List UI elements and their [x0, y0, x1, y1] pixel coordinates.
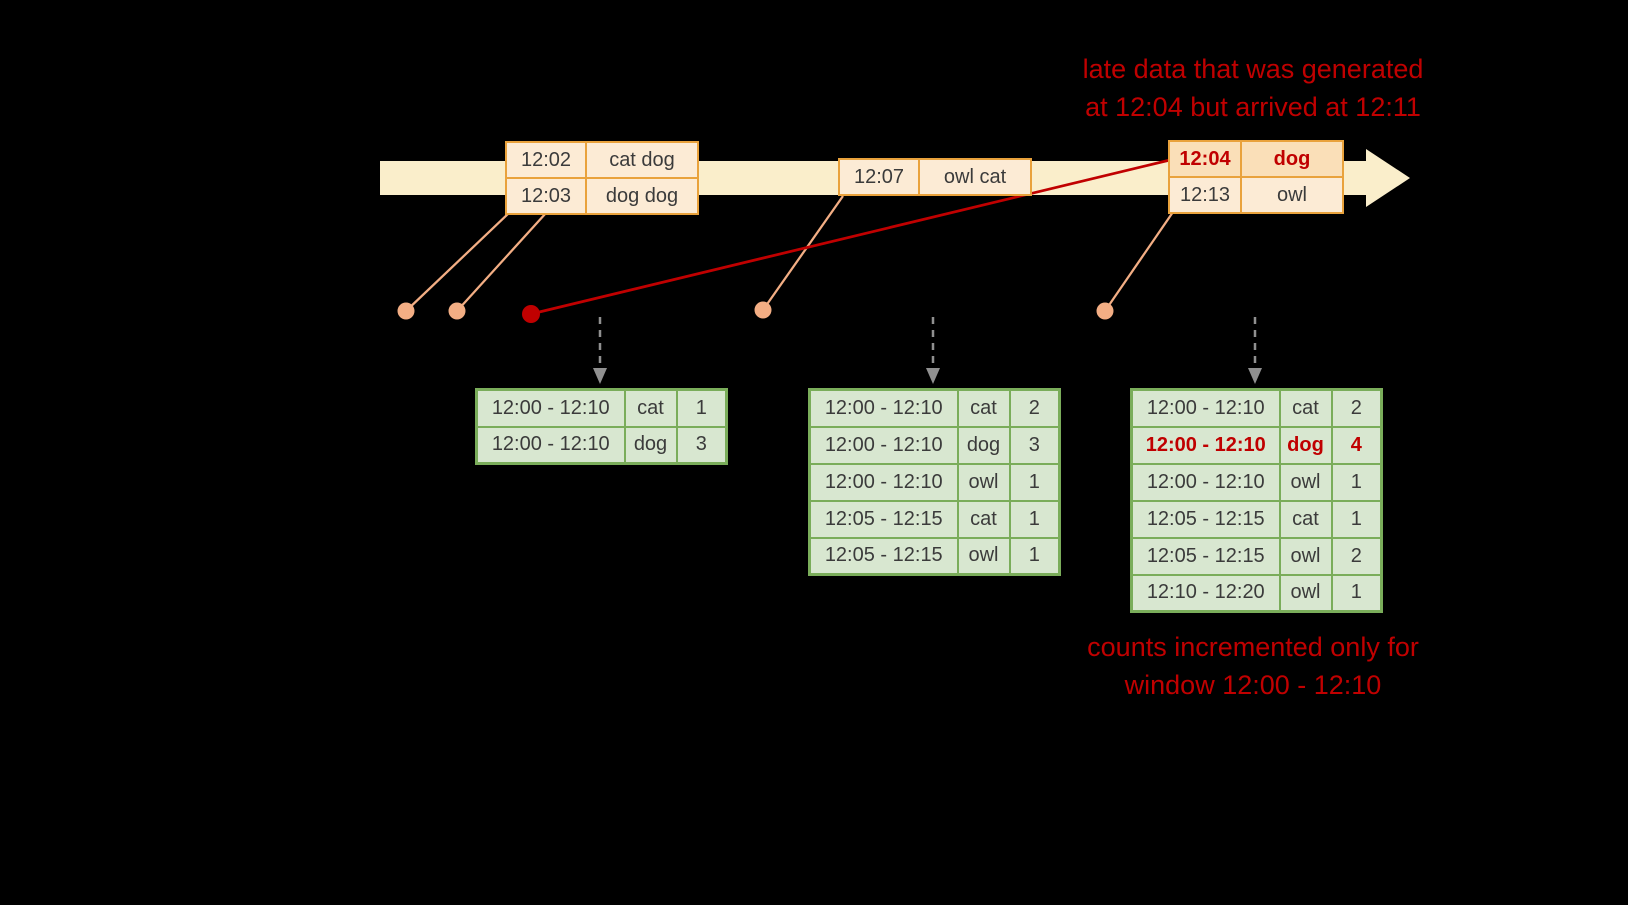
count-cell: 2 — [1008, 388, 1061, 428]
event-time-cell: 12:04 — [1168, 140, 1242, 178]
late-data-note-line-2: at 12:04 but arrived at 12:11 — [1085, 92, 1421, 122]
count-cell: 2 — [1330, 388, 1383, 428]
result-row: 12:00 - 12:10 dog 3 — [475, 425, 728, 465]
result-table-2: 12:00 - 12:10 cat 2 12:00 - 12:10 dog 3 … — [808, 388, 1061, 576]
input-box-2: 12:07 owl cat — [838, 158, 1032, 196]
event-words-cell: cat dog — [585, 141, 699, 179]
late-data-note-line-1: late data that was generated — [1082, 54, 1424, 84]
count-cell: 1 — [1008, 499, 1061, 539]
late-arrival-dot-12-04 — [522, 305, 540, 323]
input-row: 12:03 dog dog — [505, 177, 699, 215]
window-cell: 12:00 - 12:10 — [475, 425, 626, 465]
word-cell: cat — [1278, 388, 1333, 428]
result-row: 12:00 - 12:10 dog 3 — [808, 425, 1061, 465]
input-row: 12:07 owl cat — [838, 158, 1032, 196]
late-data-connector-line — [530, 158, 1171, 316]
event-words-cell: dog dog — [585, 177, 699, 215]
late-data-note: late data that was generated at 12:04 bu… — [1036, 50, 1470, 126]
trigger-arrow-3-head — [1248, 368, 1262, 384]
connector-line-12-13 — [1104, 211, 1174, 312]
word-cell: owl — [956, 462, 1011, 502]
window-cell: 12:05 - 12:15 — [808, 499, 959, 539]
count-cell: 3 — [675, 425, 728, 465]
count-cell: 1 — [1330, 573, 1383, 613]
count-cell: 3 — [1008, 425, 1061, 465]
count-cell: 2 — [1330, 536, 1383, 576]
result-row: 12:00 - 12:10 cat 2 — [1130, 388, 1383, 428]
event-time-cell: 12:02 — [505, 141, 587, 179]
event-words-cell: owl — [1240, 176, 1344, 214]
word-cell: owl — [1278, 462, 1333, 502]
word-cell: owl — [956, 536, 1011, 576]
input-box-3: 12:04 dog 12:13 owl — [1168, 140, 1344, 214]
result-row: 12:05 - 12:15 owl 1 — [808, 536, 1061, 576]
trigger-arrow-1-head — [593, 368, 607, 384]
result-row: 12:05 - 12:15 cat 1 — [1130, 499, 1383, 539]
input-box-1: 12:02 cat dog 12:03 dog dog — [505, 141, 699, 215]
word-cell: dog — [623, 425, 678, 465]
word-cell: cat — [956, 388, 1011, 428]
window-cell: 12:00 - 12:10 — [1130, 425, 1281, 465]
result-row: 12:05 - 12:15 owl 2 — [1130, 536, 1383, 576]
result-row: 12:00 - 12:10 owl 1 — [808, 462, 1061, 502]
connector-line-12-03 — [456, 212, 547, 312]
event-time-cell: 12:07 — [838, 158, 920, 196]
event-words-cell: dog — [1240, 140, 1344, 178]
word-cell: dog — [1278, 425, 1333, 465]
counts-note: counts incremented only for window 12:00… — [1036, 628, 1470, 704]
word-cell: owl — [1278, 536, 1333, 576]
result-table-3: 12:00 - 12:10 cat 2 12:00 - 12:10 dog 4 … — [1130, 388, 1383, 613]
arrival-dot-12-02 — [397, 302, 415, 320]
window-cell: 12:00 - 12:10 — [808, 462, 959, 502]
word-cell: owl — [1278, 573, 1333, 613]
event-words-cell: owl cat — [918, 158, 1032, 196]
arrival-dot-12-07 — [754, 301, 772, 319]
window-cell: 12:05 - 12:15 — [1130, 536, 1281, 576]
count-cell: 1 — [1008, 536, 1061, 576]
input-row: 12:02 cat dog — [505, 141, 699, 179]
result-row: 12:05 - 12:15 cat 1 — [808, 499, 1061, 539]
word-cell: dog — [956, 425, 1011, 465]
result-table-1: 12:00 - 12:10 cat 1 12:00 - 12:10 dog 3 — [475, 388, 728, 465]
trigger-arrow-3 — [1248, 317, 1262, 384]
count-cell: 1 — [1330, 462, 1383, 502]
connector-line-12-07 — [762, 195, 844, 311]
late-updated-result-row: 12:00 - 12:10 dog 4 — [1130, 425, 1383, 465]
counts-note-line-1: counts incremented only for — [1087, 632, 1419, 662]
result-row: 12:00 - 12:10 cat 2 — [808, 388, 1061, 428]
result-row: 12:00 - 12:10 owl 1 — [1130, 462, 1383, 502]
event-time-cell: 12:03 — [505, 177, 587, 215]
word-cell: cat — [1278, 499, 1333, 539]
arrival-dot-12-13 — [1096, 302, 1114, 320]
event-time-cell: 12:13 — [1168, 176, 1242, 214]
window-cell: 12:05 - 12:15 — [808, 536, 959, 576]
word-cell: cat — [956, 499, 1011, 539]
window-cell: 12:00 - 12:10 — [1130, 388, 1281, 428]
result-row: 12:10 - 12:20 owl 1 — [1130, 573, 1383, 613]
trigger-arrow-2 — [926, 317, 940, 384]
late-input-row: 12:04 dog — [1168, 140, 1344, 178]
count-cell: 1 — [1008, 462, 1061, 502]
count-cell: 1 — [1330, 499, 1383, 539]
arrival-dot-12-03 — [448, 302, 466, 320]
count-cell: 1 — [675, 388, 728, 428]
trigger-arrow-1 — [593, 317, 607, 384]
window-cell: 12:00 - 12:10 — [808, 388, 959, 428]
trigger-arrow-2-head — [926, 368, 940, 384]
connector-line-12-02 — [405, 212, 510, 312]
counts-note-line-2: window 12:00 - 12:10 — [1124, 670, 1382, 700]
result-row: 12:00 - 12:10 cat 1 — [475, 388, 728, 428]
window-cell: 12:05 - 12:15 — [1130, 499, 1281, 539]
input-row: 12:13 owl — [1168, 176, 1344, 214]
window-cell: 12:10 - 12:20 — [1130, 573, 1281, 613]
word-cell: cat — [623, 388, 678, 428]
window-cell: 12:00 - 12:10 — [475, 388, 626, 428]
count-cell: 4 — [1330, 425, 1383, 465]
window-cell: 12:00 - 12:10 — [1130, 462, 1281, 502]
window-cell: 12:00 - 12:10 — [808, 425, 959, 465]
